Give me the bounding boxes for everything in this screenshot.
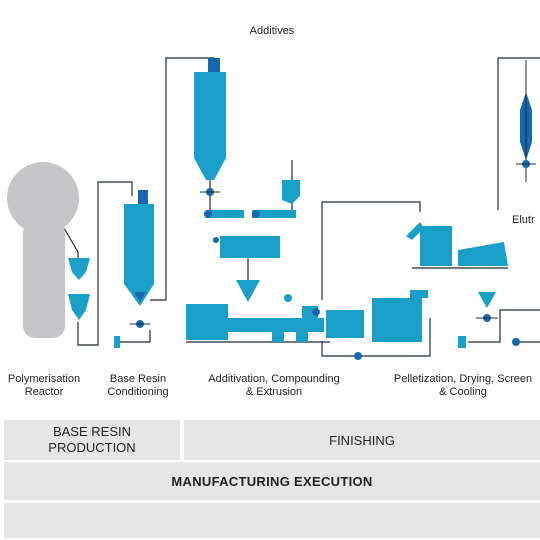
band-base-resin-production: BASE RESIN PRODUCTION [4,420,180,460]
elutriator [516,60,536,182]
band-bottom [4,503,540,538]
additive-feeders [204,180,300,302]
elutriator-label: Elutr [512,214,535,226]
conditioning-silo [114,190,154,348]
screen-cooling [458,292,520,348]
extruder [186,290,428,342]
reactor-label: Polymerisation Reactor [7,373,81,398]
pelletization-label: Pelletization, Drying, Screen & Cooling [393,373,533,398]
band-finishing: FINISHING [184,420,540,460]
pelletization-unit [354,222,508,360]
band-manufacturing-execution: MANUFACTURING EXECUTION [4,462,540,500]
pipe-conditioning-bottom [118,330,151,343]
compounding-label: Additivation, Compounding & Extrusion [208,373,340,398]
conditioning-label: Base Resin Conditioning [107,373,169,398]
additives-silo [194,58,226,196]
process-baseline-right [321,318,431,357]
pipe-reactor-to-hoppers [63,227,79,258]
polymerisation-reactor [7,162,79,338]
pipe-to-pelletization [321,201,421,300]
pipe-hoppers-to-conditioning [77,181,133,346]
additives-label: Additives [249,25,295,37]
pipe-to-screen [468,309,540,343]
reactor-hoppers [68,258,90,320]
elutriator-frame [497,57,540,210]
